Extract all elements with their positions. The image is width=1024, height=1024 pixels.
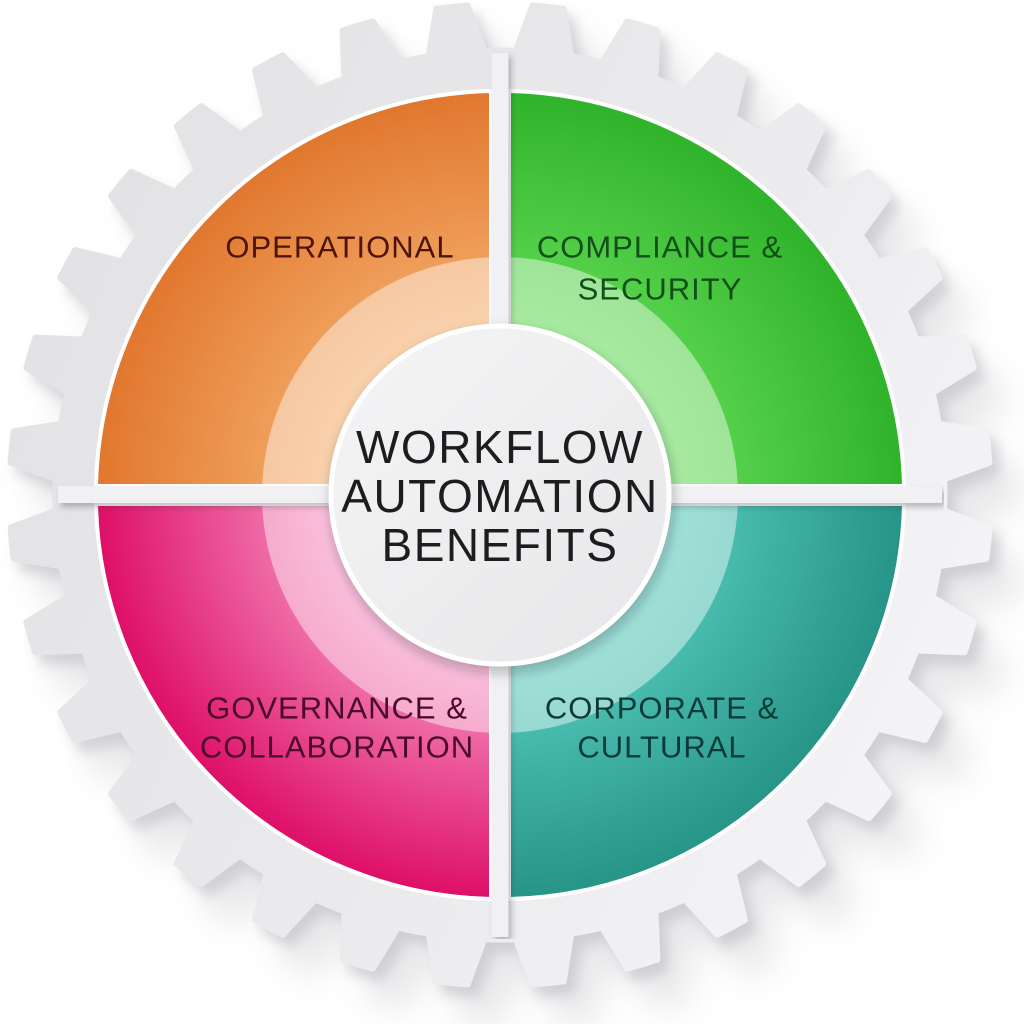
label-compliance-line-1: COMPLIANCE & — [537, 230, 783, 265]
center-title-line-3: BENEFITS — [382, 519, 619, 571]
label-operational: OPERATIONAL — [225, 230, 454, 265]
center-title: WORKFLOW AUTOMATION BENEFITS — [341, 421, 658, 571]
center-hub-circle — [328, 323, 672, 667]
center-title-line-1: WORKFLOW — [356, 421, 644, 473]
label-governance-line-1: GOVERNANCE & — [206, 691, 468, 726]
label-corporate-line-1: CORPORATE & — [545, 691, 779, 726]
center-title-line-2: AUTOMATION — [341, 470, 658, 522]
label-corporate-line-2: CULTURAL — [577, 730, 746, 765]
label-governance-line-2: COLLABORATION — [200, 730, 474, 765]
quadrant-labels: OPERATIONAL COMPLIANCE & SECURITY GOVERN… — [200, 230, 783, 765]
label-compliance-line-2: SECURITY — [578, 272, 743, 307]
